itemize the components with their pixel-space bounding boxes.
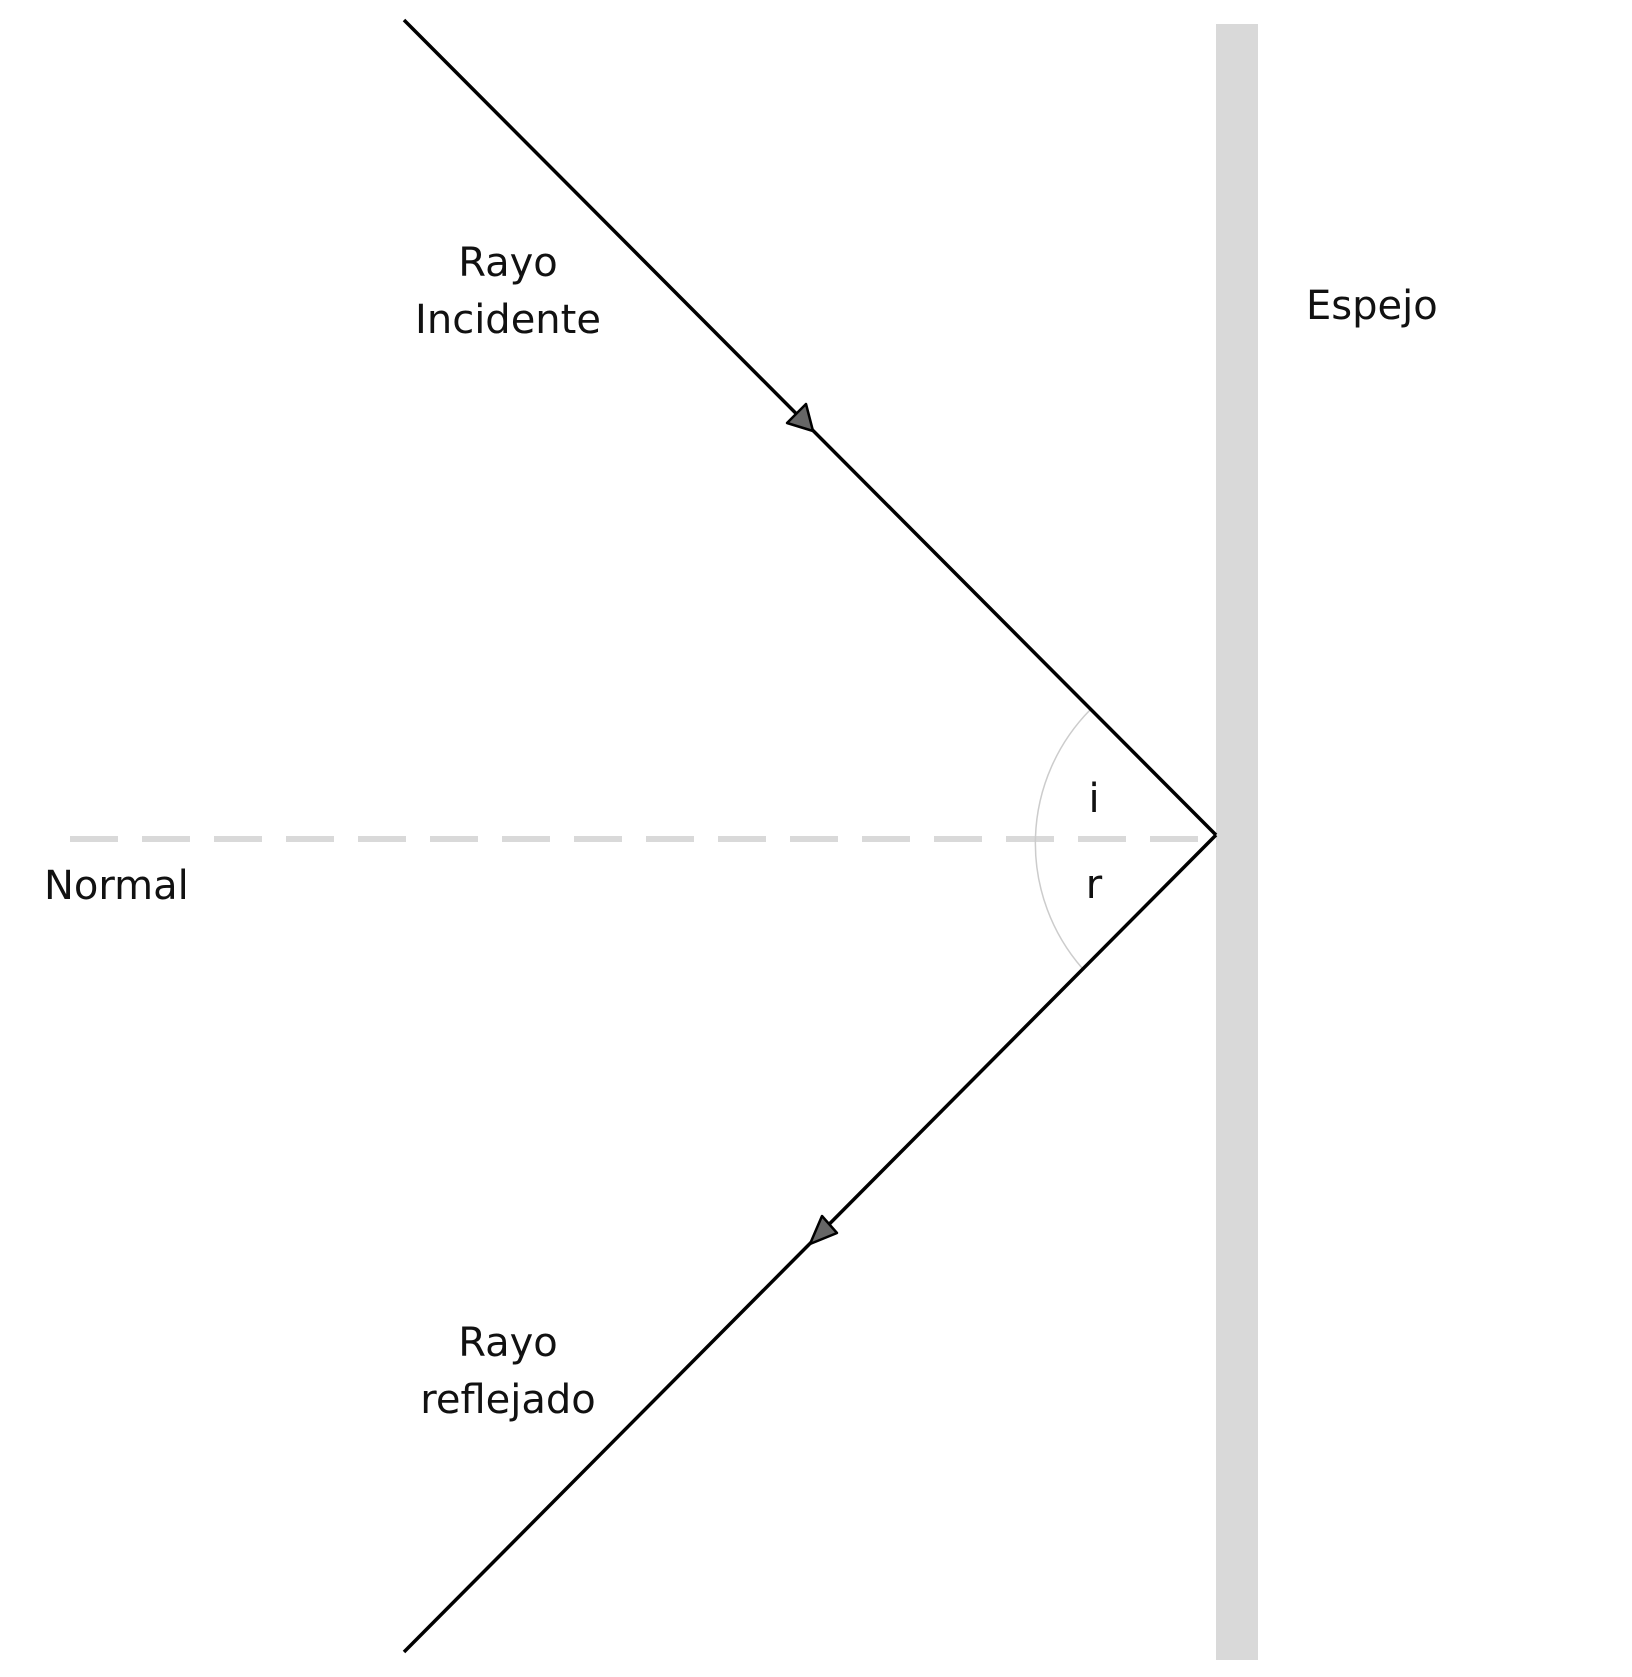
angle-incidence-label: i (1088, 776, 1099, 822)
normal-label: Normal (44, 863, 189, 909)
mirror-label: Espejo (1306, 283, 1438, 329)
incident-arrowhead (785, 402, 815, 433)
mirror (1216, 24, 1258, 1660)
reflected-ray-label-line2: reflejado (420, 1377, 595, 1423)
reflected-ray-label-line1: Rayo (458, 1320, 558, 1366)
angle-reflection-label: r (1086, 862, 1103, 908)
incident-ray-label-line1: Rayo (458, 240, 558, 286)
angle-arc (1034, 709, 1091, 969)
reflected-arrowhead (808, 1214, 839, 1246)
incident-ray-label-line2: Incidente (415, 297, 601, 343)
